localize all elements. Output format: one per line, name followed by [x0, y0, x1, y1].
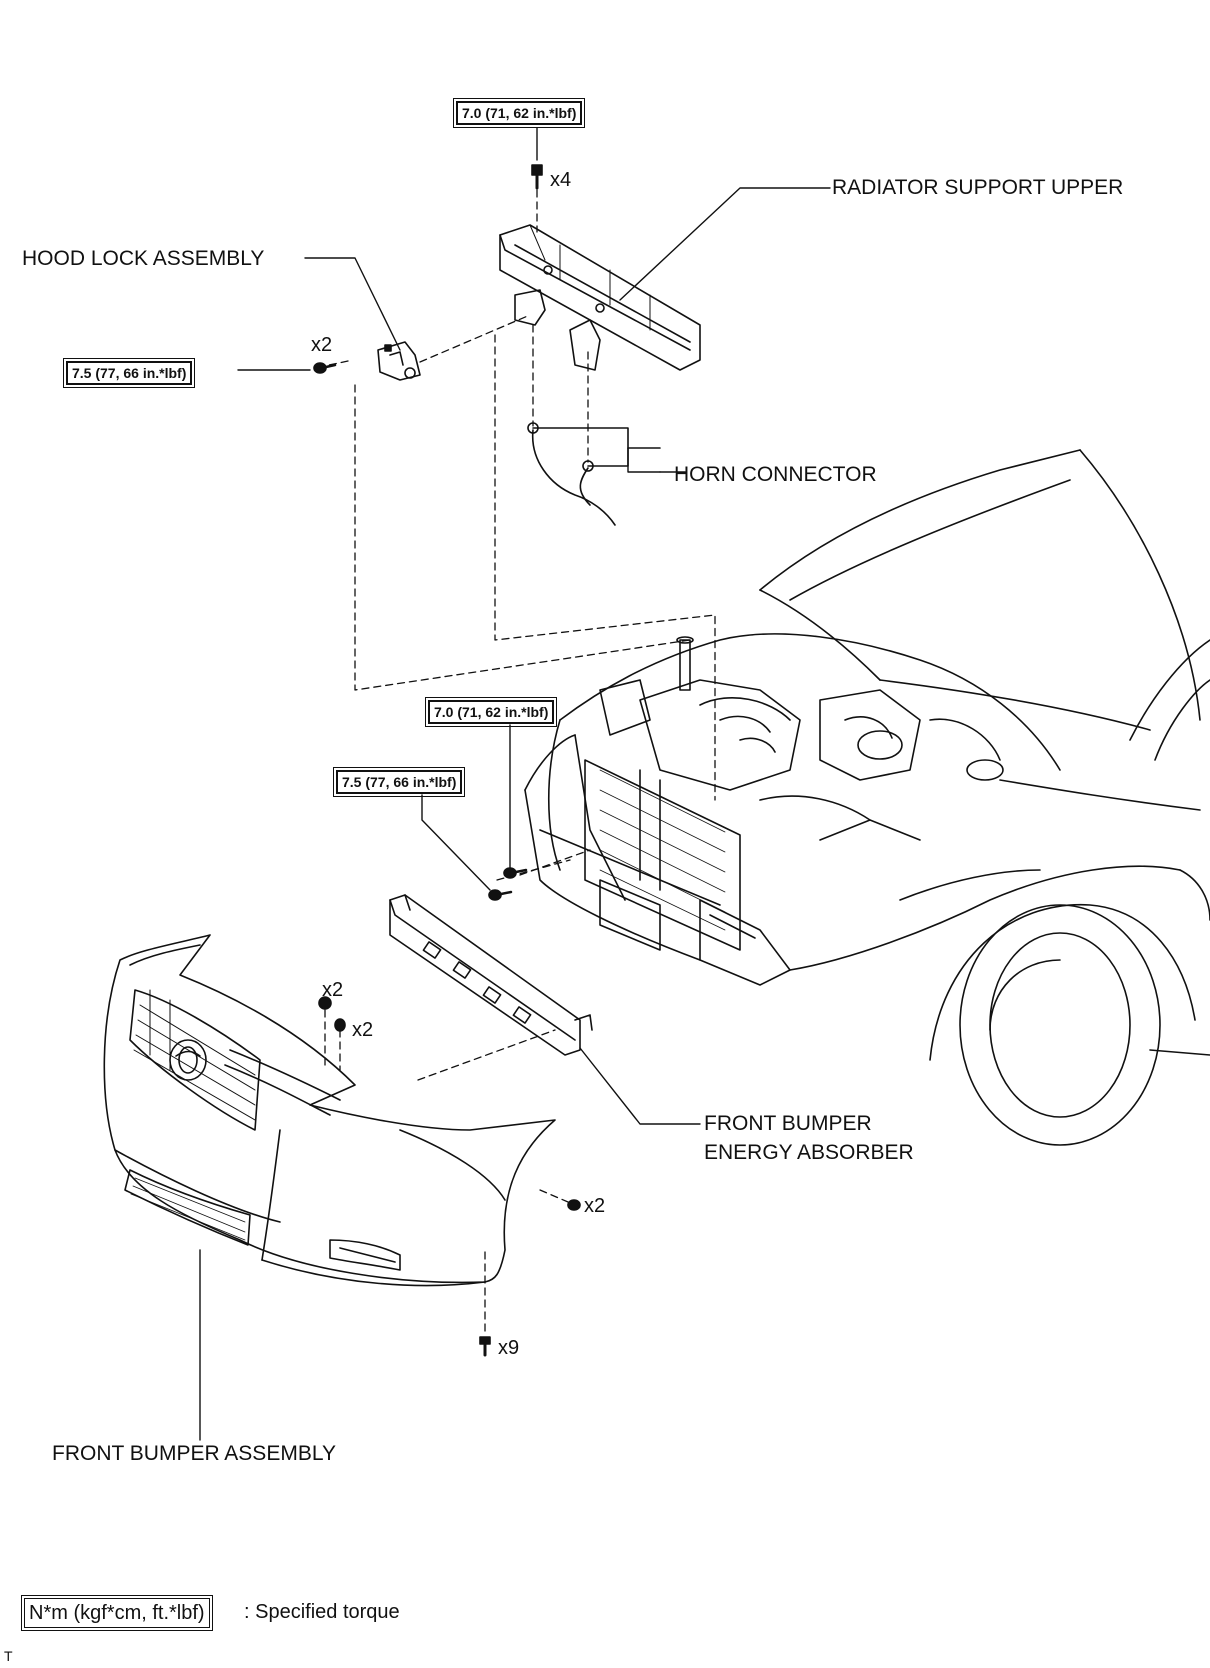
qty-bumper-side-screws: x2 — [584, 1195, 606, 1217]
front-bumper-part — [103, 934, 556, 1287]
torque-absorber-lower: 7.5 (77, 66 in.*lbf) — [332, 767, 466, 797]
label-horn-connector: HORN CONNECTOR — [674, 463, 877, 486]
qty-bumper-top-clips: x2 — [352, 1019, 374, 1041]
bumper-side-screw — [567, 1199, 581, 1211]
hood-lock-assembly-part — [377, 341, 421, 381]
qty-radiator-support-bolts: x4 — [550, 169, 572, 191]
legend-unit-box: N*m (kgf*cm, ft.*lbf) — [21, 1595, 213, 1631]
label-energy-absorber-line1: FRONT BUMPER — [704, 1112, 872, 1135]
energy-absorber-part — [389, 894, 593, 1056]
leader-lines — [199, 127, 831, 1441]
bumper-bottom-screw — [479, 1336, 491, 1357]
torque-hood-lock: 7.5 (77, 66 in.*lbf) — [62, 358, 196, 388]
label-energy-absorber-line2: ENERGY ABSORBER — [704, 1141, 914, 1164]
torque-radiator-support: 7.0 (71, 62 in.*lbf) — [452, 98, 586, 128]
qty-bumper-bottom-screws: x9 — [498, 1337, 520, 1359]
qty-bumper-top-bolts: x2 — [322, 979, 344, 1001]
alignment-lines — [314, 189, 716, 1336]
label-radiator-support-upper: RADIATOR SUPPORT UPPER — [832, 176, 1124, 199]
figure-reference: T — [4, 1648, 13, 1664]
radiator-support-upper-part — [499, 224, 701, 371]
torque-absorber-upper: 7.0 (71, 62 in.*lbf) — [424, 697, 558, 727]
hood-lock-bolt — [313, 362, 337, 374]
absorber-bolts — [488, 867, 528, 901]
label-front-bumper-assembly: FRONT BUMPER ASSEMBLY — [52, 1442, 336, 1465]
legend-description: : Specified torque — [244, 1601, 400, 1623]
qty-hood-lock-bolts: x2 — [311, 334, 333, 356]
label-hood-lock-assembly: HOOD LOCK ASSEMBLY — [22, 247, 265, 270]
horn-connector-wiring — [527, 422, 661, 526]
radiator-support-bolt — [531, 164, 543, 190]
bumper-top-fasteners — [318, 996, 346, 1032]
car-body-drawing — [524, 449, 1210, 1146]
